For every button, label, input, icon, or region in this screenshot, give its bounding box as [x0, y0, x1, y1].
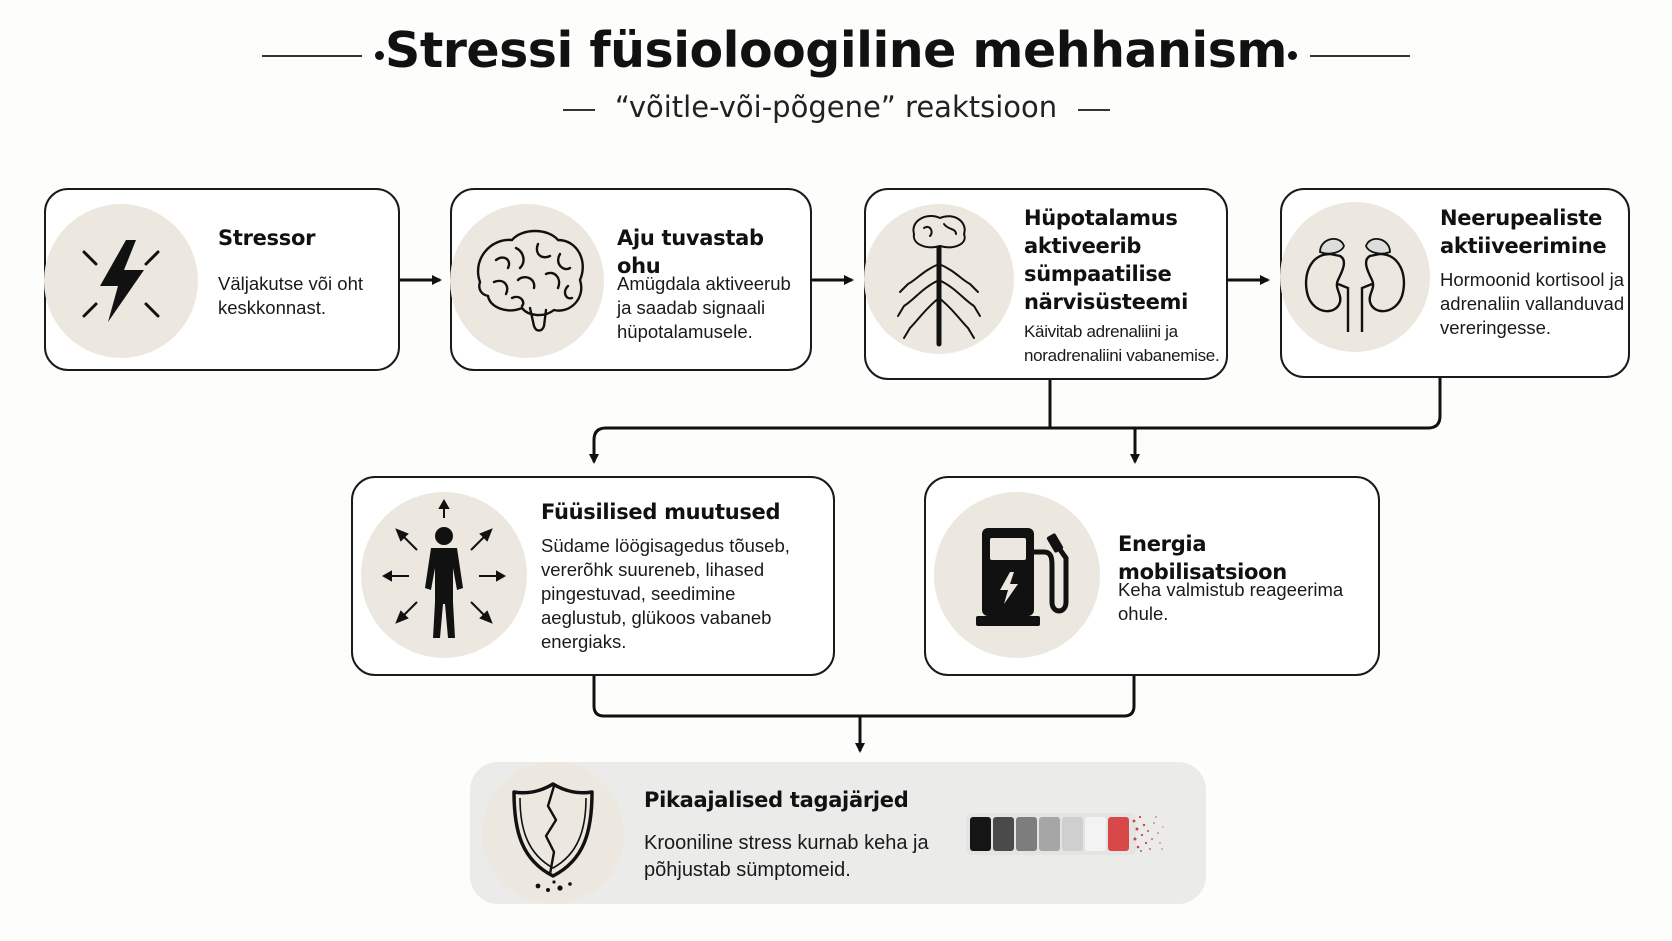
title-line-left [262, 55, 362, 57]
step-title: Füüsilised muutused [541, 500, 781, 524]
depletion-swatch [1039, 817, 1060, 851]
step-title: Pikaajalised tagajärjed [644, 788, 909, 812]
depletion-particles [1132, 815, 1164, 852]
step-title: Neerupealiste aktiiveerimine [1440, 206, 1607, 258]
step-title: Hüpotalamus aktiveerib sümpaatilise närv… [1024, 206, 1189, 314]
depletion-swatch [970, 817, 991, 851]
depletion-swatch [1062, 817, 1083, 851]
connector-bottom-merge [592, 676, 1136, 718]
stressor-icon-circle [44, 204, 198, 358]
brain-icon [477, 229, 584, 332]
human-body-icon-circle [361, 492, 527, 658]
step-text: Väljakutse või oht keskkonnast. [218, 273, 364, 318]
step-text: Amügdala aktiveerub ja saadab signaali h… [617, 273, 791, 342]
step-text: Südame löögisagedus tõuseb, vererõhk suu… [541, 535, 790, 652]
kidneys-icon-circle [1280, 202, 1430, 352]
brain-icon-circle [450, 204, 604, 358]
step-text: Keha valmistub reageerima ohule. [1118, 579, 1344, 624]
step-title: Aju tuvastab ohu [617, 226, 764, 278]
step-text: Käivitab adrenaliini ja noradrenaliini v… [1024, 322, 1220, 365]
step-card-brain: Aju tuvastab ohu Amügdala aktiveerub ja … [450, 188, 812, 371]
human-body-icon [381, 498, 507, 638]
depletion-swatch [1108, 817, 1129, 851]
depletion-swatch [1085, 817, 1106, 851]
cracked-shield-icon [512, 782, 594, 892]
kidneys-icon [1304, 238, 1406, 332]
step-text: Hormoonid kortisool ja adrenaliin vallan… [1440, 269, 1625, 338]
step-title: Energia mobilisatsioon [1118, 532, 1287, 584]
step-title: Stressor [218, 226, 316, 250]
step-text: Krooniline stress kurnab keha ja põhjust… [644, 832, 929, 881]
title-dot-left [375, 51, 384, 60]
cracked-shield-icon-circle [482, 762, 624, 904]
page-subtitle: “võitle-või-põgene” reaktsioon [614, 90, 1058, 124]
step-card-energy: Energia mobilisatsioon Keha valmistub re… [924, 476, 1380, 676]
depletion-swatch [993, 817, 1014, 851]
lightning-icon [82, 240, 160, 322]
fuel-pump-icon-circle [934, 492, 1100, 658]
step-card-hypothalamus: Hüpotalamus aktiveerib sümpaatilise närv… [864, 188, 1228, 380]
step-card-physical-changes: Füüsilised muutused Südame löögisagedus … [351, 476, 835, 676]
nervous-system-icon-circle [864, 204, 1014, 354]
title-dot-right [1288, 51, 1297, 60]
subtitle-dash-left [563, 109, 595, 111]
nervous-system-icon [897, 215, 981, 347]
fuel-pump-icon [976, 528, 1069, 626]
connector-adrenal-down [589, 378, 1442, 464]
subtitle-dash-right [1078, 109, 1110, 111]
step-card-stressor: Stressor Väljakutse või oht keskkonnast. [44, 188, 400, 371]
depletion-bar-icon [966, 813, 1166, 855]
depletion-swatch [1016, 817, 1037, 851]
page-title: Stressi füsioloogiline mehhanism [385, 22, 1287, 79]
step-card-adrenal: Neerupealiste aktiiveerimine Hormoonid k… [1280, 188, 1630, 378]
title-line-right [1310, 55, 1410, 57]
